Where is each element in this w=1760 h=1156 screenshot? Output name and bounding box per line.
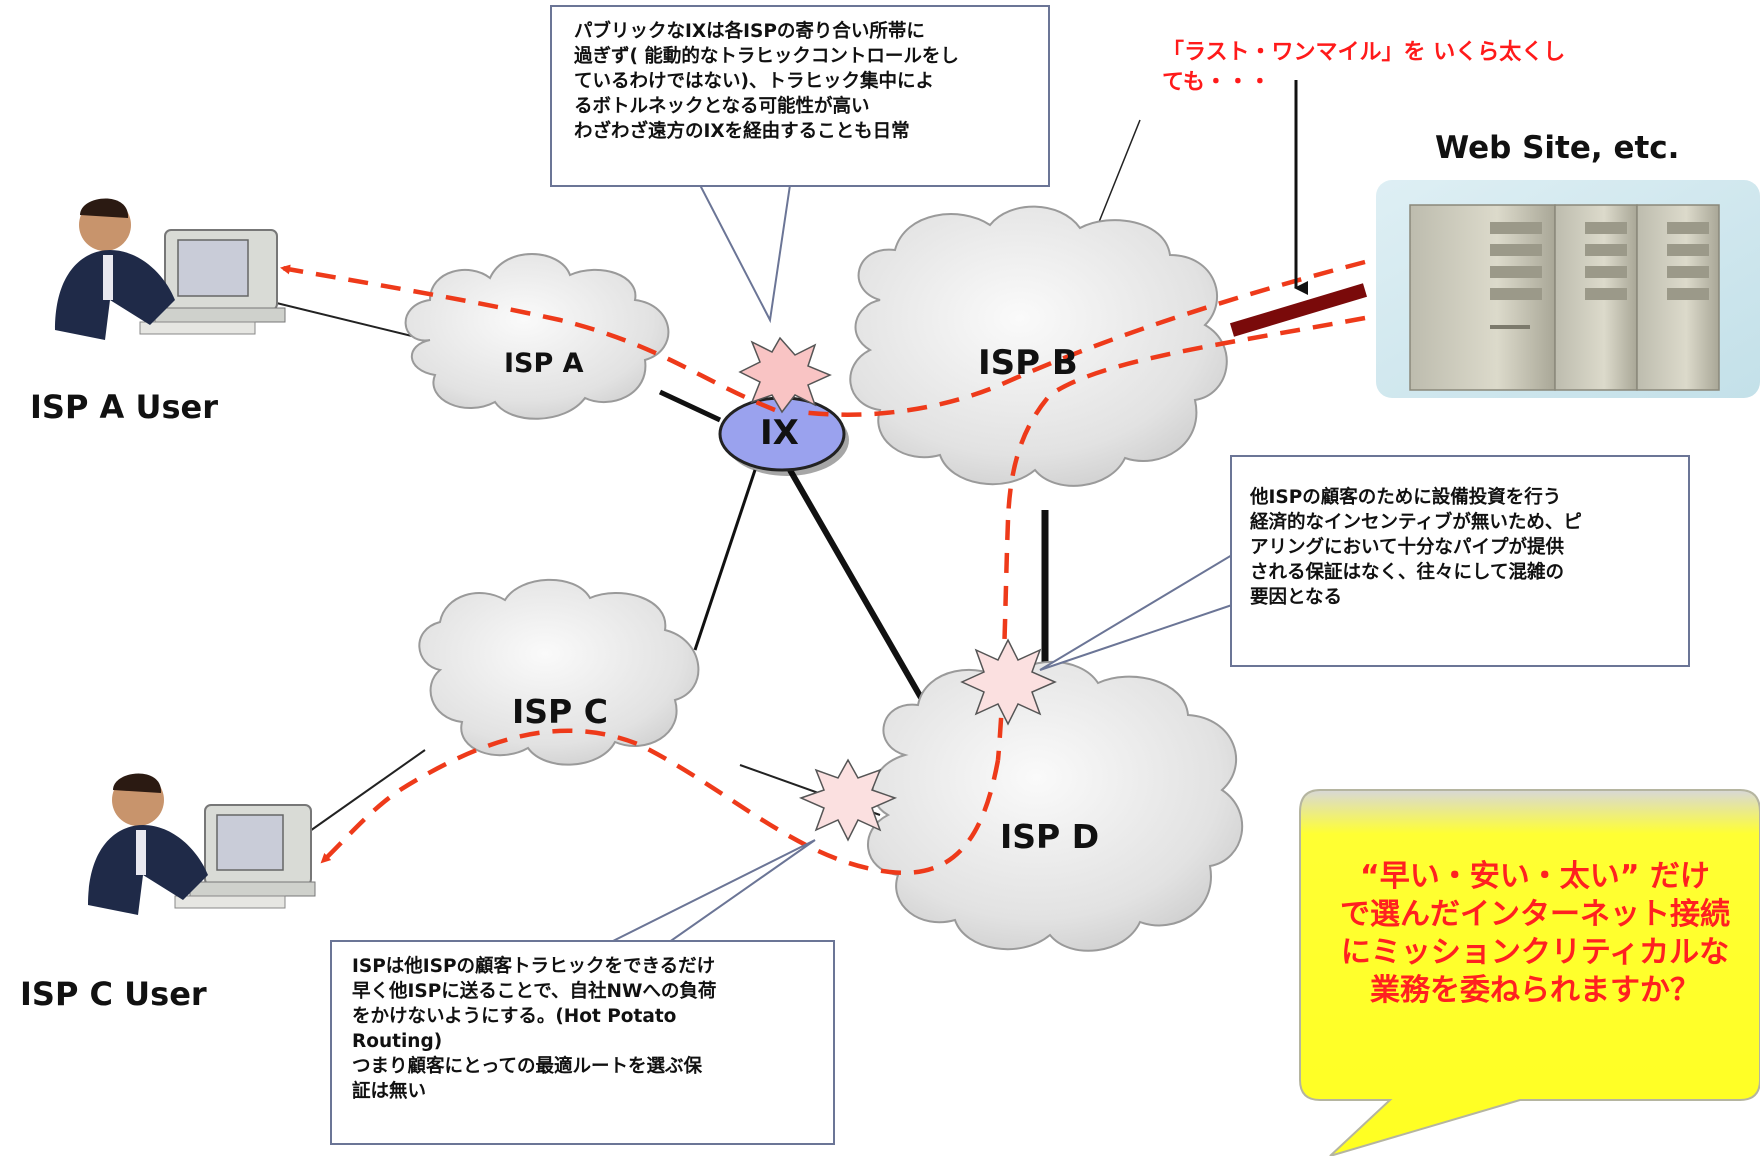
link-user-c-isp-c — [299, 749, 426, 839]
ix-label: IX — [760, 413, 799, 453]
congestion-burst-peering — [960, 638, 1057, 726]
speech-bubble-line: で選んだインターネット接続 — [1340, 897, 1730, 932]
hot-potato-callout-line: 証は無い — [352, 1081, 427, 1102]
ix-callout-line: ているわけではない)、トラヒック集中によ — [574, 71, 934, 92]
hot-potato-callout-line: つまり顧客にとっての最適ルートを選ぶ保 — [352, 1056, 703, 1077]
last-mile-link — [1229, 283, 1368, 337]
ix-callout: パブリックなIXは各ISPの寄り合い所帯に 過ぎず( 能動的なトラヒックコントロ… — [550, 5, 1050, 187]
path-ix-to-user-a — [280, 264, 776, 413]
speech-bubble-shape — [1299, 789, 1760, 1156]
link-user-a-isp-a — [255, 297, 421, 339]
traffic-paths — [280, 259, 1366, 876]
speech-bubble-line: 業務を委ねられますか？ — [1370, 973, 1700, 1008]
isp-c-user-label: ISP C User — [20, 975, 207, 1013]
user-c-icon — [88, 773, 316, 915]
cloud-isp-a — [404, 253, 670, 420]
hot-potato-callout-line: Routing) — [352, 1031, 443, 1052]
link-isp-a-ix — [658, 389, 722, 423]
path-web-to-ix — [799, 259, 1366, 417]
path-isp-d-to-user-c — [320, 728, 1001, 876]
peering-callout-line: 経済的なインセンティブが無いため、ピ — [1250, 512, 1582, 533]
server-2 — [1554, 204, 1638, 391]
speech-bubble-line: “早い・安い・太い” だけ — [1360, 859, 1710, 894]
isp-a-label: ISP A — [504, 348, 584, 379]
last-mile-note: 「ラスト・ワンマイル」を いくら太くし ても・・・ — [1162, 38, 1565, 98]
isp-b-label: ISP B — [978, 343, 1078, 383]
hot-potato-callout-line: をかけないようにする。(Hot Potato — [352, 1006, 677, 1027]
web-site-label: Web Site, etc. — [1435, 130, 1680, 166]
hot-potato-callout: ISPは他ISPの顧客トラヒックをできるだけ 早く他ISPに送ることで、自社NW… — [330, 940, 835, 1145]
links — [255, 119, 1141, 839]
link-ix-isp-c — [693, 469, 757, 651]
path-isp-b-to-d — [995, 519, 1011, 761]
congestion-burst-isp-c-d — [798, 758, 898, 842]
cloud-isp-b — [849, 205, 1228, 487]
hot-potato-callout-line: ISPは他ISPの顧客トラヒックをできるだけ — [352, 956, 716, 977]
cloud-isp-c — [418, 578, 700, 766]
speech-bubble-line: にミッションクリティカルな — [1340, 935, 1730, 970]
isp-d-label: ISP D — [1000, 817, 1100, 856]
callout-tails — [604, 184, 1233, 946]
peering-callout-line: 他ISPの顧客のために設備投資を行う — [1250, 487, 1562, 508]
congestion-burst-ix — [738, 336, 832, 414]
server-1 — [1409, 204, 1556, 391]
peering-callout-line: アリングにおいて十分なパイプが提供 — [1250, 537, 1564, 558]
ix-callout-line: 過ぎず( 能動的なトラヒックコントロールをし — [574, 46, 959, 67]
user-a-icon — [55, 198, 286, 340]
isp-c-label: ISP C — [512, 692, 608, 731]
link-ix-isp-d — [787, 468, 938, 724]
link-callout-b — [1094, 119, 1141, 233]
ix-callout-line: パブリックなIXは各ISPの寄り合い所帯に — [574, 21, 925, 42]
path-web-lower — [1005, 315, 1366, 521]
web-servers — [1376, 180, 1760, 398]
hot-potato-callout-line: 早く他ISPに送ることで、自社NWへの負荷 — [352, 981, 717, 1002]
ix-callout-line: るボトルネックとなる可能性が高い — [574, 96, 870, 117]
last-mile-note-line: 「ラスト・ワンマイル」を いくら太くし — [1162, 40, 1566, 65]
peering-callout-line: 要因となる — [1250, 587, 1342, 608]
peering-callout: 他ISPの顧客のために設備投資を行う 経済的なインセンティブが無いため、ピ アリ… — [1230, 455, 1690, 667]
cloud-isp-d — [866, 660, 1244, 952]
last-mile-note-line: ても・・・ — [1162, 70, 1271, 95]
ix-callout-line: わざわざ遠方のIXを経由することも日常 — [574, 121, 910, 142]
isp-a-user-label: ISP A User — [30, 388, 218, 426]
peering-callout-line: される保証はなく、往々にして混雑の — [1250, 562, 1564, 583]
server-3 — [1636, 204, 1720, 391]
speech-bubble: “早い・安い・太い” だけ で選んだインターネット接続 にミッションクリティカル… — [1305, 780, 1760, 1098]
